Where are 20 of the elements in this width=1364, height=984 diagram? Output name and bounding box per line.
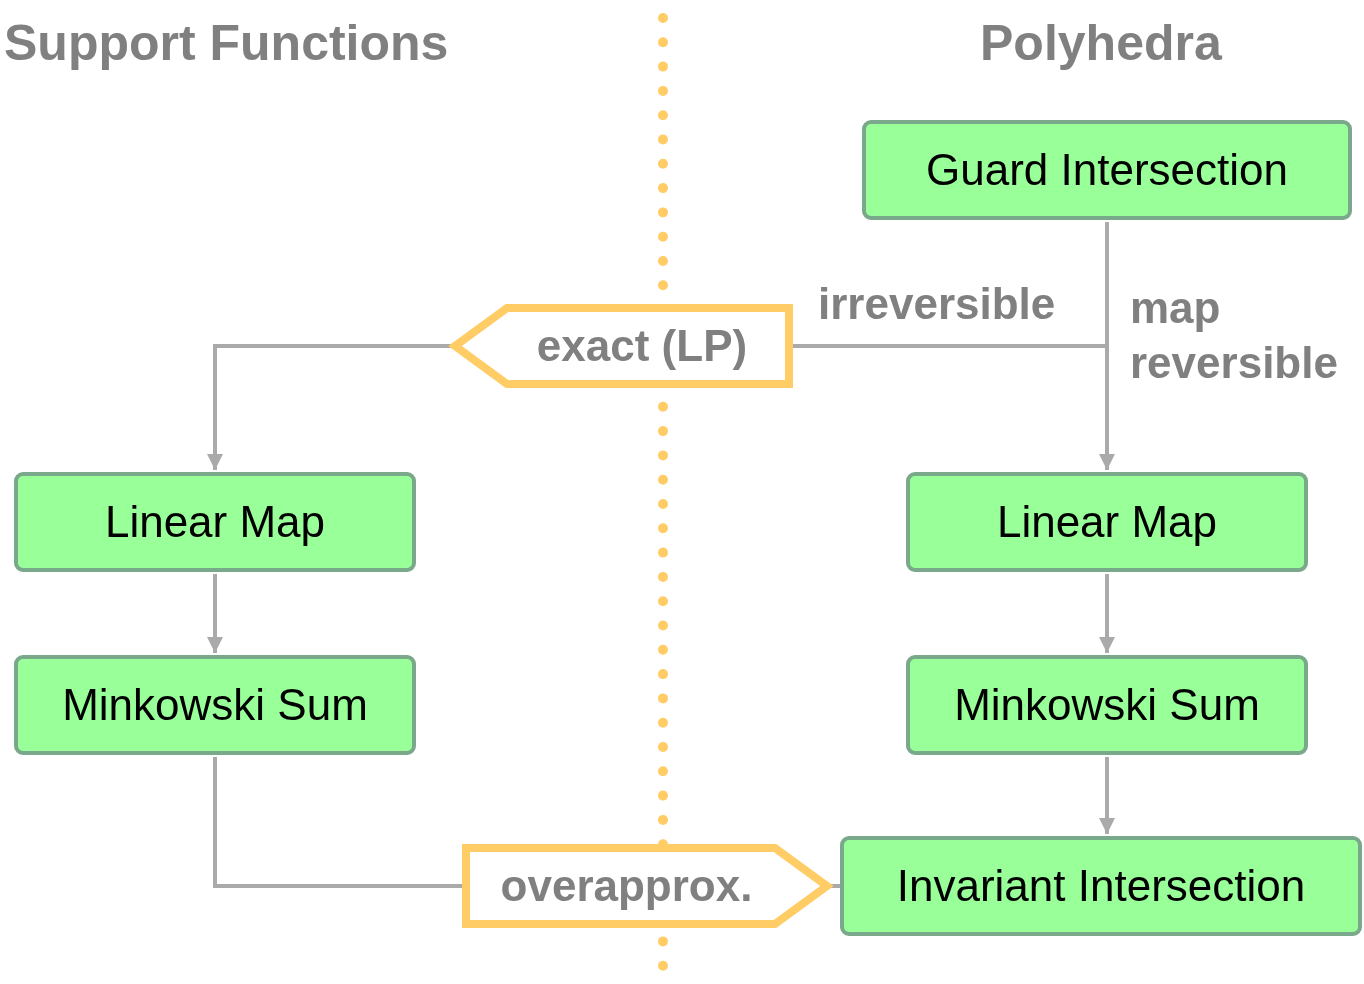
process-box: [14, 472, 416, 572]
node-label: Minkowski Sum: [954, 680, 1260, 730]
node-label: Minkowski Sum: [62, 680, 368, 730]
node-label: exact (LP): [536, 321, 748, 371]
connector-arrow: [1099, 574, 1115, 653]
node-label: Linear Map: [996, 497, 1218, 547]
connector-arrow: [1099, 757, 1115, 834]
connector-arrow: [207, 574, 223, 653]
process-box: [906, 655, 1308, 755]
node-label: Guard Intersection: [926, 145, 1288, 195]
process-box: [840, 836, 1362, 936]
process-box: [862, 120, 1352, 220]
column-heading: Support Functions: [4, 14, 449, 72]
process-box: [14, 655, 416, 755]
connector-arrow: [207, 344, 452, 470]
node-label: Invariant Intersection: [896, 861, 1306, 911]
column-heading: Polyhedra: [980, 14, 1222, 72]
process-box: [906, 472, 1308, 572]
node-label: Linear Map: [104, 497, 326, 547]
node-label: overapprox.: [500, 861, 753, 911]
